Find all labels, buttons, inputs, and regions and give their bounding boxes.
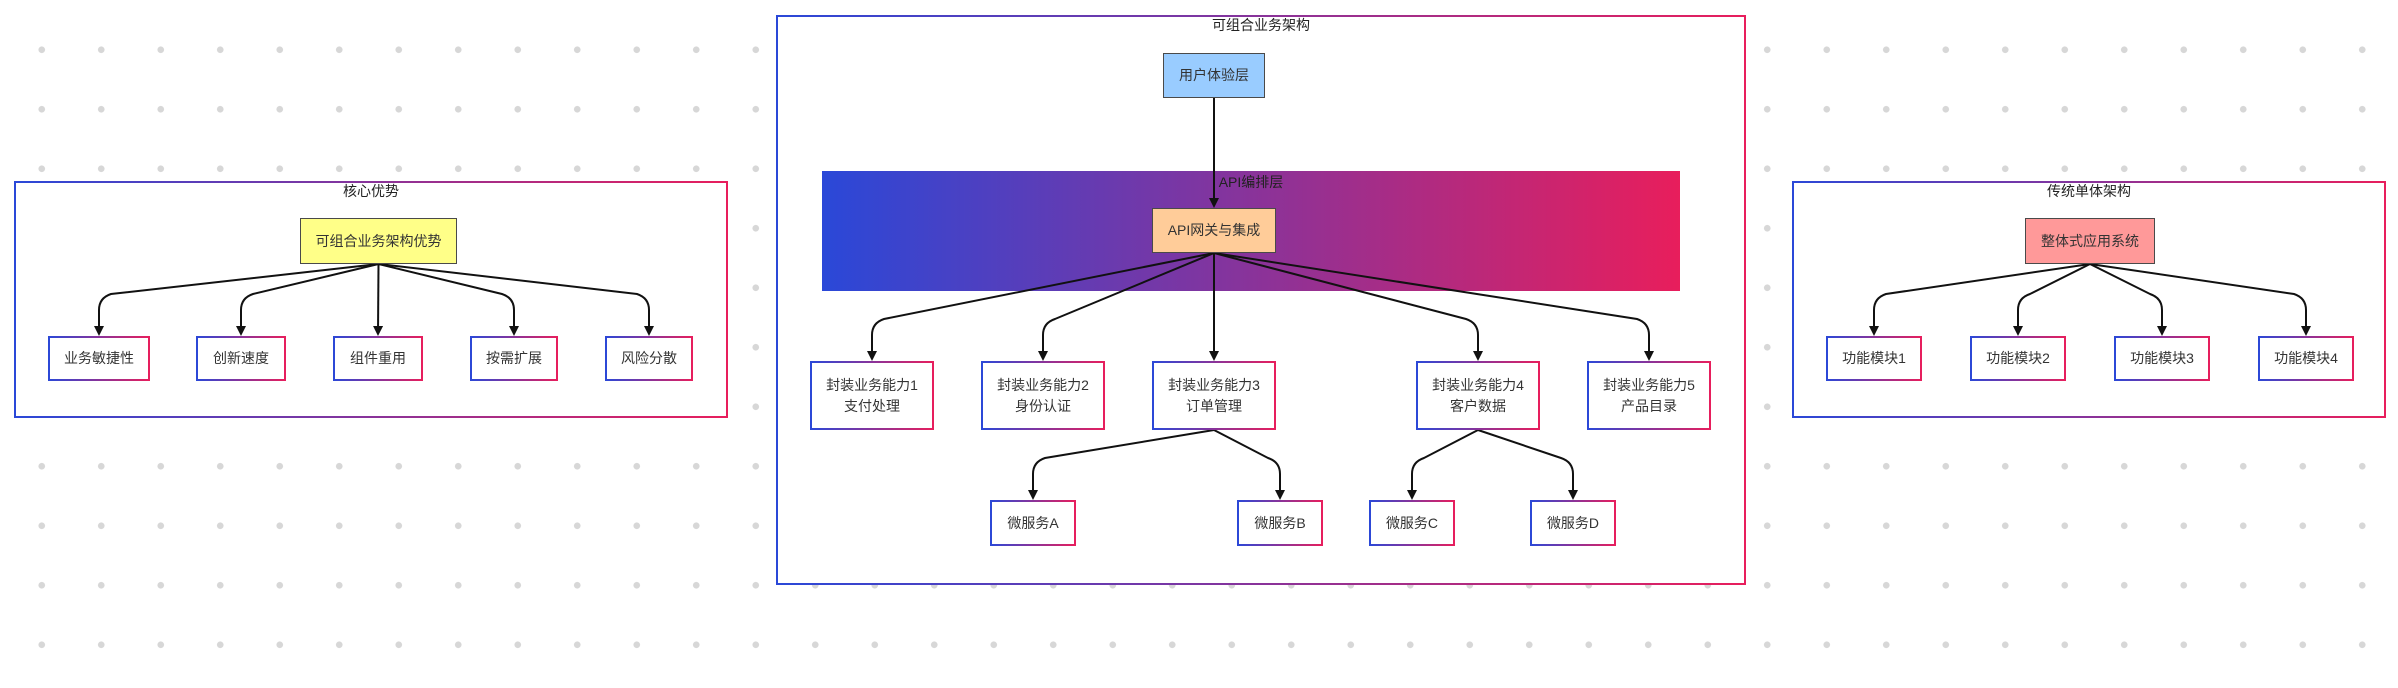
node-user-experience-layer[interactable]: 用户体验层 xyxy=(1163,53,1265,98)
node-label-line2: 客户数据 xyxy=(1450,397,1506,414)
node-label: 风险分散 xyxy=(621,350,677,366)
node-microservice-c[interactable]: 微服务C xyxy=(1369,500,1455,546)
node-label-line1: 封装业务能力4 xyxy=(1432,376,1524,393)
node-api-gateway[interactable]: API网关与集成 xyxy=(1152,208,1276,253)
group-title: 传统单体架构 xyxy=(2047,183,2131,199)
node-label: 用户体验层 xyxy=(1179,67,1249,83)
node-label: 功能模块3 xyxy=(2130,350,2194,366)
node-label-line1: 封装业务能力3 xyxy=(1168,376,1260,393)
node-composable-advantages[interactable]: 可组合业务架构优势 xyxy=(300,218,457,264)
node-label: 整体式应用系统 xyxy=(2041,232,2139,249)
node-label: 微服务A xyxy=(1007,514,1059,531)
node-label: 按需扩展 xyxy=(486,350,542,366)
node-label: 功能模块2 xyxy=(1986,350,2050,366)
node-label-line1: 封装业务能力1 xyxy=(826,376,918,393)
node-label-line2: 身份认证 xyxy=(1015,397,1071,414)
node-capability-orders[interactable]: 封装业务能力3 订单管理 xyxy=(1152,361,1276,430)
group-core-advantages: 核心优势 xyxy=(14,181,728,418)
node-function-module-3[interactable]: 功能模块3 xyxy=(2114,336,2210,381)
group-monolith-architecture: 传统单体架构 xyxy=(1792,181,2386,418)
node-monolithic-system[interactable]: 整体式应用系统 xyxy=(2025,218,2155,264)
node-on-demand-scaling[interactable]: 按需扩展 xyxy=(470,336,558,381)
node-microservice-b[interactable]: 微服务B xyxy=(1237,500,1323,546)
node-label: 业务敏捷性 xyxy=(64,350,134,366)
node-function-module-1[interactable]: 功能模块1 xyxy=(1826,336,1922,381)
group-title: 可组合业务架构 xyxy=(1212,17,1310,33)
node-label-line1: 封装业务能力2 xyxy=(997,376,1089,393)
node-label: API网关与集成 xyxy=(1167,222,1261,238)
node-label-line1: 封装业务能力5 xyxy=(1603,376,1695,393)
node-label: 微服务C xyxy=(1385,514,1439,531)
node-label: 微服务D xyxy=(1546,514,1600,531)
node-innovation-speed[interactable]: 创新速度 xyxy=(196,336,286,381)
node-capability-payment[interactable]: 封装业务能力1 支付处理 xyxy=(810,361,934,430)
node-component-reuse[interactable]: 组件重用 xyxy=(333,336,423,381)
node-capability-customer-data[interactable]: 封装业务能力4 客户数据 xyxy=(1416,361,1540,430)
node-label: 功能模块4 xyxy=(2274,350,2338,366)
node-capability-product-catalog[interactable]: 封装业务能力5 产品目录 xyxy=(1587,361,1711,430)
node-label-line2: 产品目录 xyxy=(1621,397,1677,414)
node-capability-identity[interactable]: 封装业务能力2 身份认证 xyxy=(981,361,1105,430)
node-business-agility[interactable]: 业务敏捷性 xyxy=(48,336,150,381)
node-risk-dispersion[interactable]: 风险分散 xyxy=(605,336,693,381)
node-label-line2: 支付处理 xyxy=(844,397,900,414)
group-title: API编排层 xyxy=(1218,174,1284,190)
group-title: 核心优势 xyxy=(343,183,399,199)
node-microservice-a[interactable]: 微服务A xyxy=(990,500,1076,546)
node-label: 微服务B xyxy=(1254,514,1306,531)
node-label: 功能模块1 xyxy=(1842,350,1906,366)
node-function-module-4[interactable]: 功能模块4 xyxy=(2258,336,2354,381)
node-microservice-d[interactable]: 微服务D xyxy=(1530,500,1616,546)
node-label: 组件重用 xyxy=(350,350,406,366)
node-function-module-2[interactable]: 功能模块2 xyxy=(1970,336,2066,381)
node-label: 可组合业务架构优势 xyxy=(315,232,442,249)
node-label-line2: 订单管理 xyxy=(1186,397,1242,414)
node-label: 创新速度 xyxy=(213,350,269,366)
